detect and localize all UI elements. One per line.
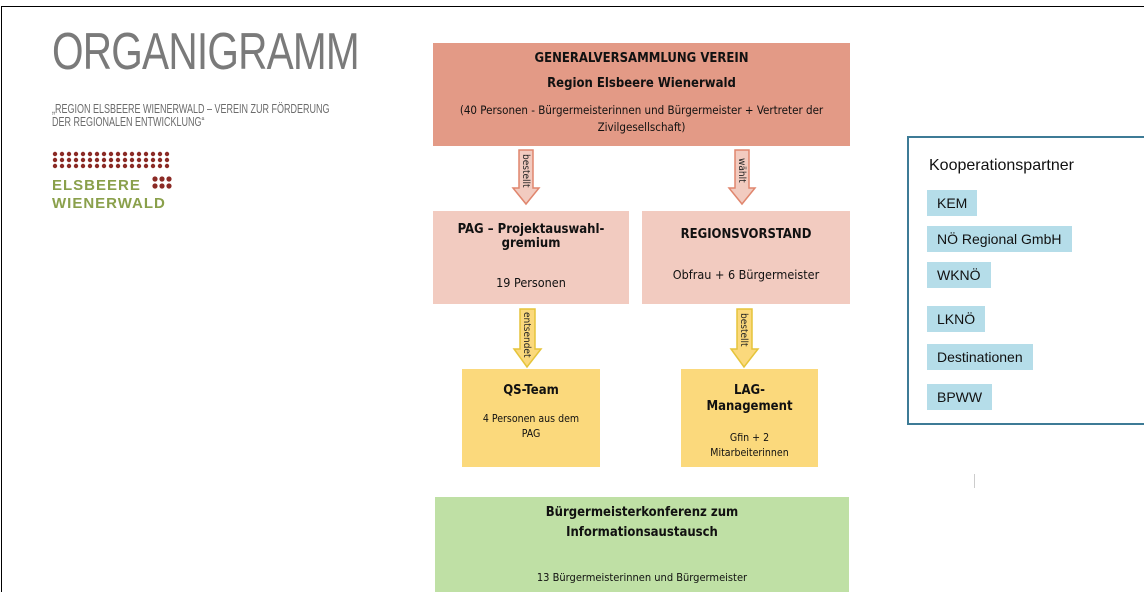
partner-chip: LKNÖ bbox=[927, 306, 986, 332]
generalversammlung-box: GENERALVERSAMMLUNG VEREIN Region Elsbeer… bbox=[433, 43, 850, 146]
partner-chip: Destinationen bbox=[927, 344, 1033, 370]
lag-detail: Gfin + 2 Mitarbeiterinnen bbox=[710, 432, 789, 459]
partner-chip: BPWW bbox=[927, 384, 993, 410]
buergermeisterkonferenz-detail: 13 Bürgermeisterinnen und Bürgermeister bbox=[536, 571, 748, 584]
buergermeisterkonferenz-box: Bürgermeisterkonferenz zum Informationsa… bbox=[435, 497, 849, 592]
kooperationspartner-panel bbox=[907, 136, 1144, 425]
arrow-waehlt: wählt bbox=[727, 149, 757, 206]
logo-dots-icon bbox=[52, 151, 172, 189]
page-subtitle: „REGION ELSBEERE WIENERWALD – VEREIN ZUR… bbox=[52, 102, 330, 129]
regionsvorstand-box: REGIONSVORSTAND Obfrau + 6 Bürgermeister bbox=[642, 211, 850, 304]
arrow-label-waehlt: wählt bbox=[736, 158, 747, 183]
partner-chip: WKNÖ bbox=[927, 262, 991, 288]
generalversammlung-title: GENERALVERSAMMLUNG VEREIN bbox=[534, 51, 749, 66]
pag-title: PAG – Projektauswahl-gremium bbox=[457, 222, 605, 251]
kooperationspartner-title: Kooperationspartner bbox=[929, 157, 1074, 174]
qs-team-detail: 4 Personen aus dem PAG bbox=[482, 413, 580, 440]
partner-chip: NÖ Regional GmbH bbox=[927, 226, 1072, 252]
generalversammlung-detail: (40 Personen - Bürgermeisterinnen und Bü… bbox=[459, 103, 824, 134]
page-title: ORGANIGRAMM bbox=[52, 23, 360, 81]
logo-text-line1: ELSBEERE bbox=[52, 177, 141, 194]
partner-chip: KEM bbox=[927, 190, 978, 216]
qs-team-box: QS-Team 4 Personen aus dem PAG bbox=[462, 369, 600, 467]
arrow-bestellt-1: bestellt bbox=[511, 149, 541, 206]
generalversammlung-subtitle: Region Elsbeere Wienerwald bbox=[547, 76, 736, 91]
buergermeisterkonferenz-title: Bürgermeisterkonferenz zum Informationsa… bbox=[545, 505, 739, 540]
qs-team-title: QS-Team bbox=[503, 383, 559, 398]
arrow-label-bestellt-1: bestellt bbox=[520, 154, 531, 188]
lag-title: LAG-Management bbox=[706, 383, 793, 414]
logo-text-line2: WIENERWALD bbox=[52, 195, 166, 212]
lag-box: LAG-Management Gfin + 2 Mitarbeiterinnen bbox=[681, 369, 818, 467]
arrow-bestellt-2: bestellt bbox=[729, 308, 760, 369]
arrow-entsendet: entsendet bbox=[512, 308, 543, 369]
divider-mark bbox=[974, 474, 975, 488]
regionsvorstand-detail: Obfrau + 6 Bürgermeister bbox=[672, 267, 820, 282]
slide-frame bbox=[1, 6, 1144, 592]
arrow-label-entsendet: entsendet bbox=[521, 312, 532, 358]
regionsvorstand-title: REGIONSVORSTAND bbox=[680, 227, 812, 242]
pag-box: PAG – Projektauswahl-gremium 19 Personen bbox=[433, 211, 629, 304]
pag-count: 19 Personen bbox=[496, 275, 566, 290]
arrow-label-bestellt-2: bestellt bbox=[738, 313, 749, 347]
